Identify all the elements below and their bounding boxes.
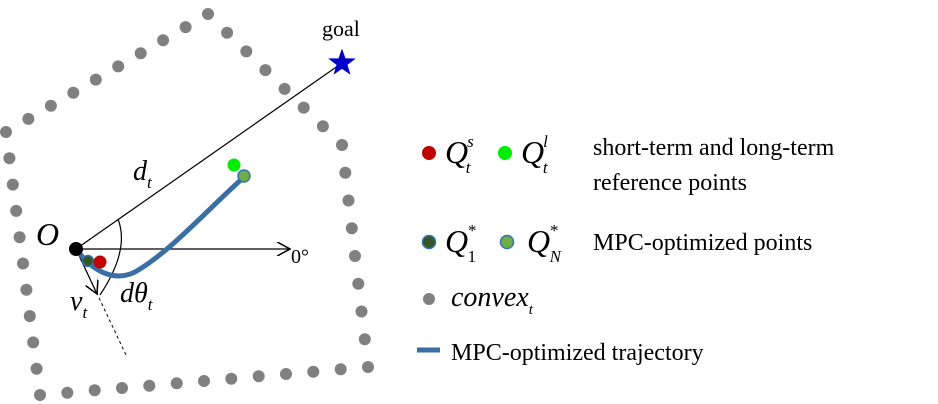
legend-mpc-first-marker xyxy=(421,234,437,250)
convex-dot xyxy=(240,45,253,58)
convex-boundary xyxy=(0,8,374,401)
legend-reference-text-line2: reference points xyxy=(593,170,747,196)
legend-mpc-last-marker xyxy=(499,234,515,250)
convex-dot xyxy=(297,101,310,114)
convex-dot xyxy=(336,139,348,151)
angle-label: dθt xyxy=(120,278,154,314)
legend-reference-text-line1: short-term and long-term xyxy=(593,135,835,161)
goal-star-icon xyxy=(328,48,356,75)
convex-dot xyxy=(157,34,170,47)
convex-dot xyxy=(27,336,40,349)
convex-dot xyxy=(30,362,43,375)
legend-convex-symbol: convext xyxy=(451,282,534,318)
mpc-first-point xyxy=(81,254,95,268)
legend-convex-marker xyxy=(423,293,435,305)
convex-dot xyxy=(179,21,192,34)
convex-dot xyxy=(0,126,12,138)
convex-dot xyxy=(362,361,374,373)
convex-dot xyxy=(252,370,265,383)
convex-dot xyxy=(34,389,46,401)
legend-mpc-first-symbol: Q*1 xyxy=(445,221,476,266)
convex-dot xyxy=(3,152,16,165)
convex-dot xyxy=(112,60,125,73)
convex-dot xyxy=(280,368,292,380)
origin-point xyxy=(69,242,83,256)
angle-arc xyxy=(99,218,123,296)
convex-dot xyxy=(349,250,361,262)
convex-dot xyxy=(358,333,371,346)
legend-trajectory-text: MPC-optimized trajectory xyxy=(451,340,704,366)
mpc-last-point xyxy=(237,169,251,183)
convex-dot xyxy=(88,384,101,397)
convex-dot xyxy=(134,47,147,60)
legend-short-term-marker xyxy=(422,146,436,160)
convex-dot xyxy=(61,386,74,399)
legend-mpc-points-text: MPC-optimized points xyxy=(593,230,812,256)
convex-dot xyxy=(10,204,23,217)
convex-dot xyxy=(316,120,329,133)
convex-dot xyxy=(225,372,238,385)
convex-dot xyxy=(67,86,80,99)
convex-dot xyxy=(334,363,347,376)
convex-dot xyxy=(352,277,365,290)
convex-dot xyxy=(143,379,156,392)
velocity-label: vt xyxy=(70,286,88,322)
convex-dot xyxy=(221,26,234,39)
convex-dot xyxy=(116,382,128,394)
mpc-trajectory xyxy=(77,174,247,279)
legend-long-term-marker xyxy=(498,146,512,160)
convex-dot xyxy=(20,283,33,296)
convex-dot xyxy=(170,377,183,390)
convex-dot xyxy=(22,112,35,125)
convex-dot xyxy=(17,257,29,270)
convex-dot xyxy=(259,64,272,77)
zero-degree-label: 0° xyxy=(291,246,309,268)
convex-dot xyxy=(23,310,36,323)
convex-dot xyxy=(13,231,26,244)
convex-dot xyxy=(44,99,57,112)
convex-dot xyxy=(6,178,19,191)
convex-dot xyxy=(89,73,102,86)
convex-dot xyxy=(202,8,214,20)
convex-dot xyxy=(278,82,291,95)
convex-dot xyxy=(307,365,320,378)
convex-dot xyxy=(198,375,210,387)
distance-label: dt xyxy=(133,156,153,192)
long-term-reference-point xyxy=(227,158,241,172)
origin-label: O xyxy=(36,216,59,252)
legend-mpc-last-symbol: Q*N xyxy=(527,221,563,266)
convex-dot xyxy=(345,222,358,235)
convex-dot xyxy=(342,194,355,207)
goal-label: goal xyxy=(322,16,360,41)
convex-dot xyxy=(339,166,352,179)
short-term-reference-point xyxy=(93,255,107,269)
convex-dot xyxy=(355,305,368,318)
goal-direction-line xyxy=(75,62,343,250)
